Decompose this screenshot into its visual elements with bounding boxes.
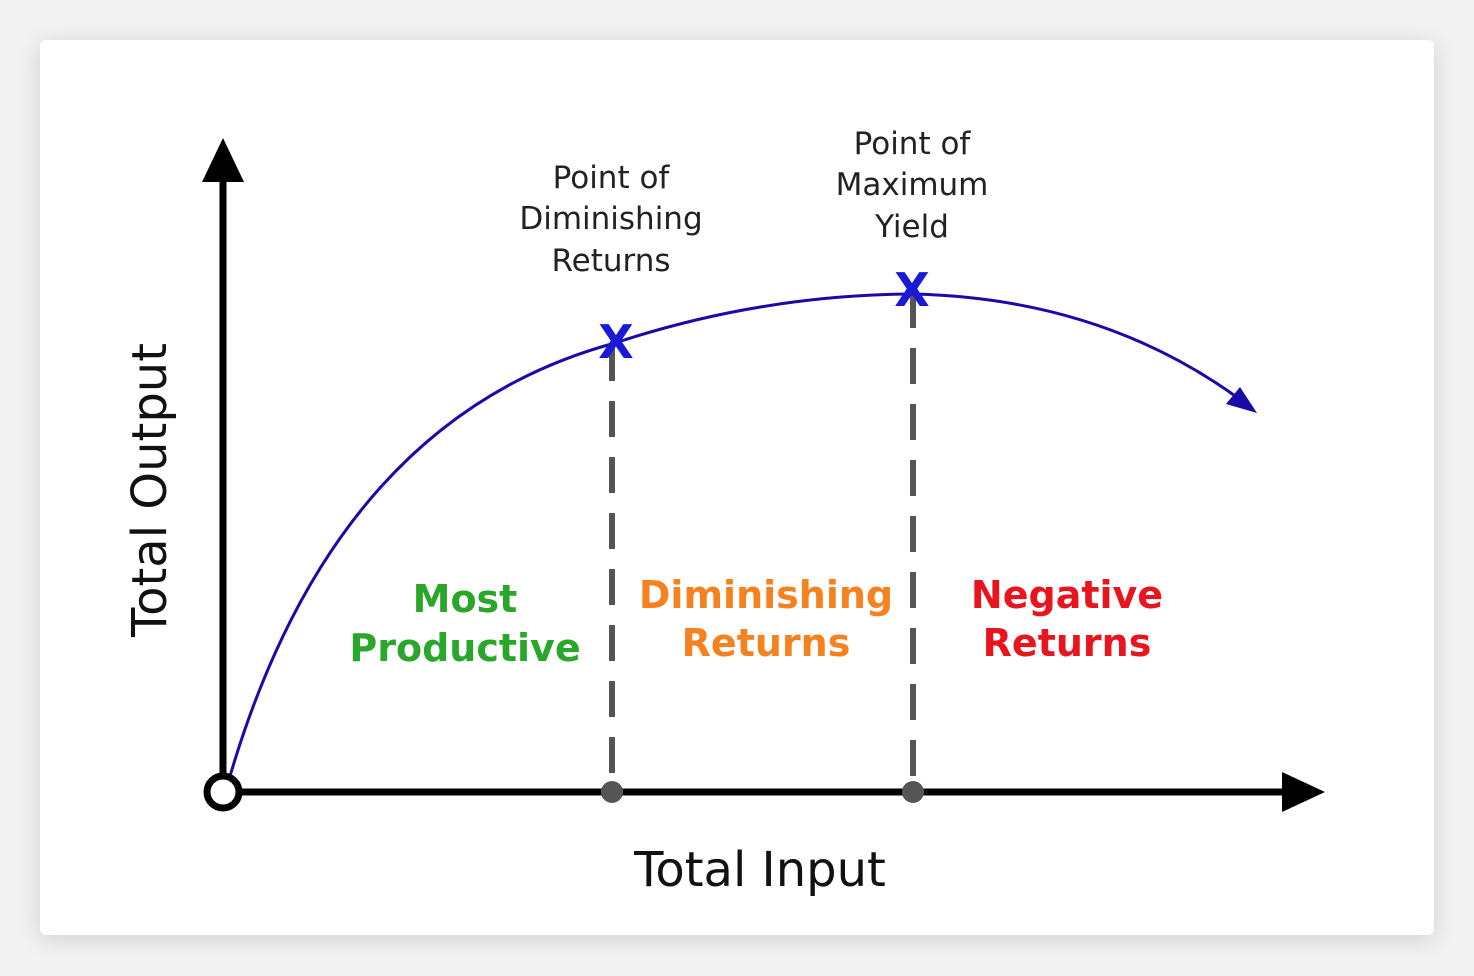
total-output-curve <box>224 292 1239 791</box>
divider-maximum-base <box>902 781 924 803</box>
region-negative-returns-line-1: Negative <box>971 573 1163 617</box>
y-axis-arrow <box>202 138 244 182</box>
curve-arrowhead <box>1226 387 1257 413</box>
x-axis-arrow <box>1282 772 1325 812</box>
region-most-productive-line-2: Productive <box>349 626 580 670</box>
region-most-productive-line-1: Most <box>413 577 518 621</box>
marker-maximum-yield: X <box>894 263 929 317</box>
region-diminishing-returns-line-2: Returns <box>682 621 851 665</box>
marker-diminishing-returns: X <box>598 315 633 369</box>
y-axis-label: Total Output <box>122 343 178 638</box>
annotation-maximum-line-1: Point of <box>854 126 972 162</box>
divider-diminishing-base <box>601 781 623 803</box>
annotation-diminishing-line-2: Diminishing <box>519 201 702 237</box>
annotation-maximum-line-3: Yield <box>874 209 949 245</box>
x-axis-label: Total Input <box>633 842 886 898</box>
region-diminishing-returns-line-1: Diminishing <box>639 573 893 617</box>
region-negative-returns-line-2: Returns <box>983 621 1152 665</box>
chart-card <box>40 40 1434 935</box>
origin-point <box>203 772 243 812</box>
annotation-maximum-line-2: Maximum <box>836 167 989 203</box>
annotation-diminishing-line-3: Returns <box>551 243 670 279</box>
annotation-diminishing-line-1: Point of <box>553 160 671 196</box>
